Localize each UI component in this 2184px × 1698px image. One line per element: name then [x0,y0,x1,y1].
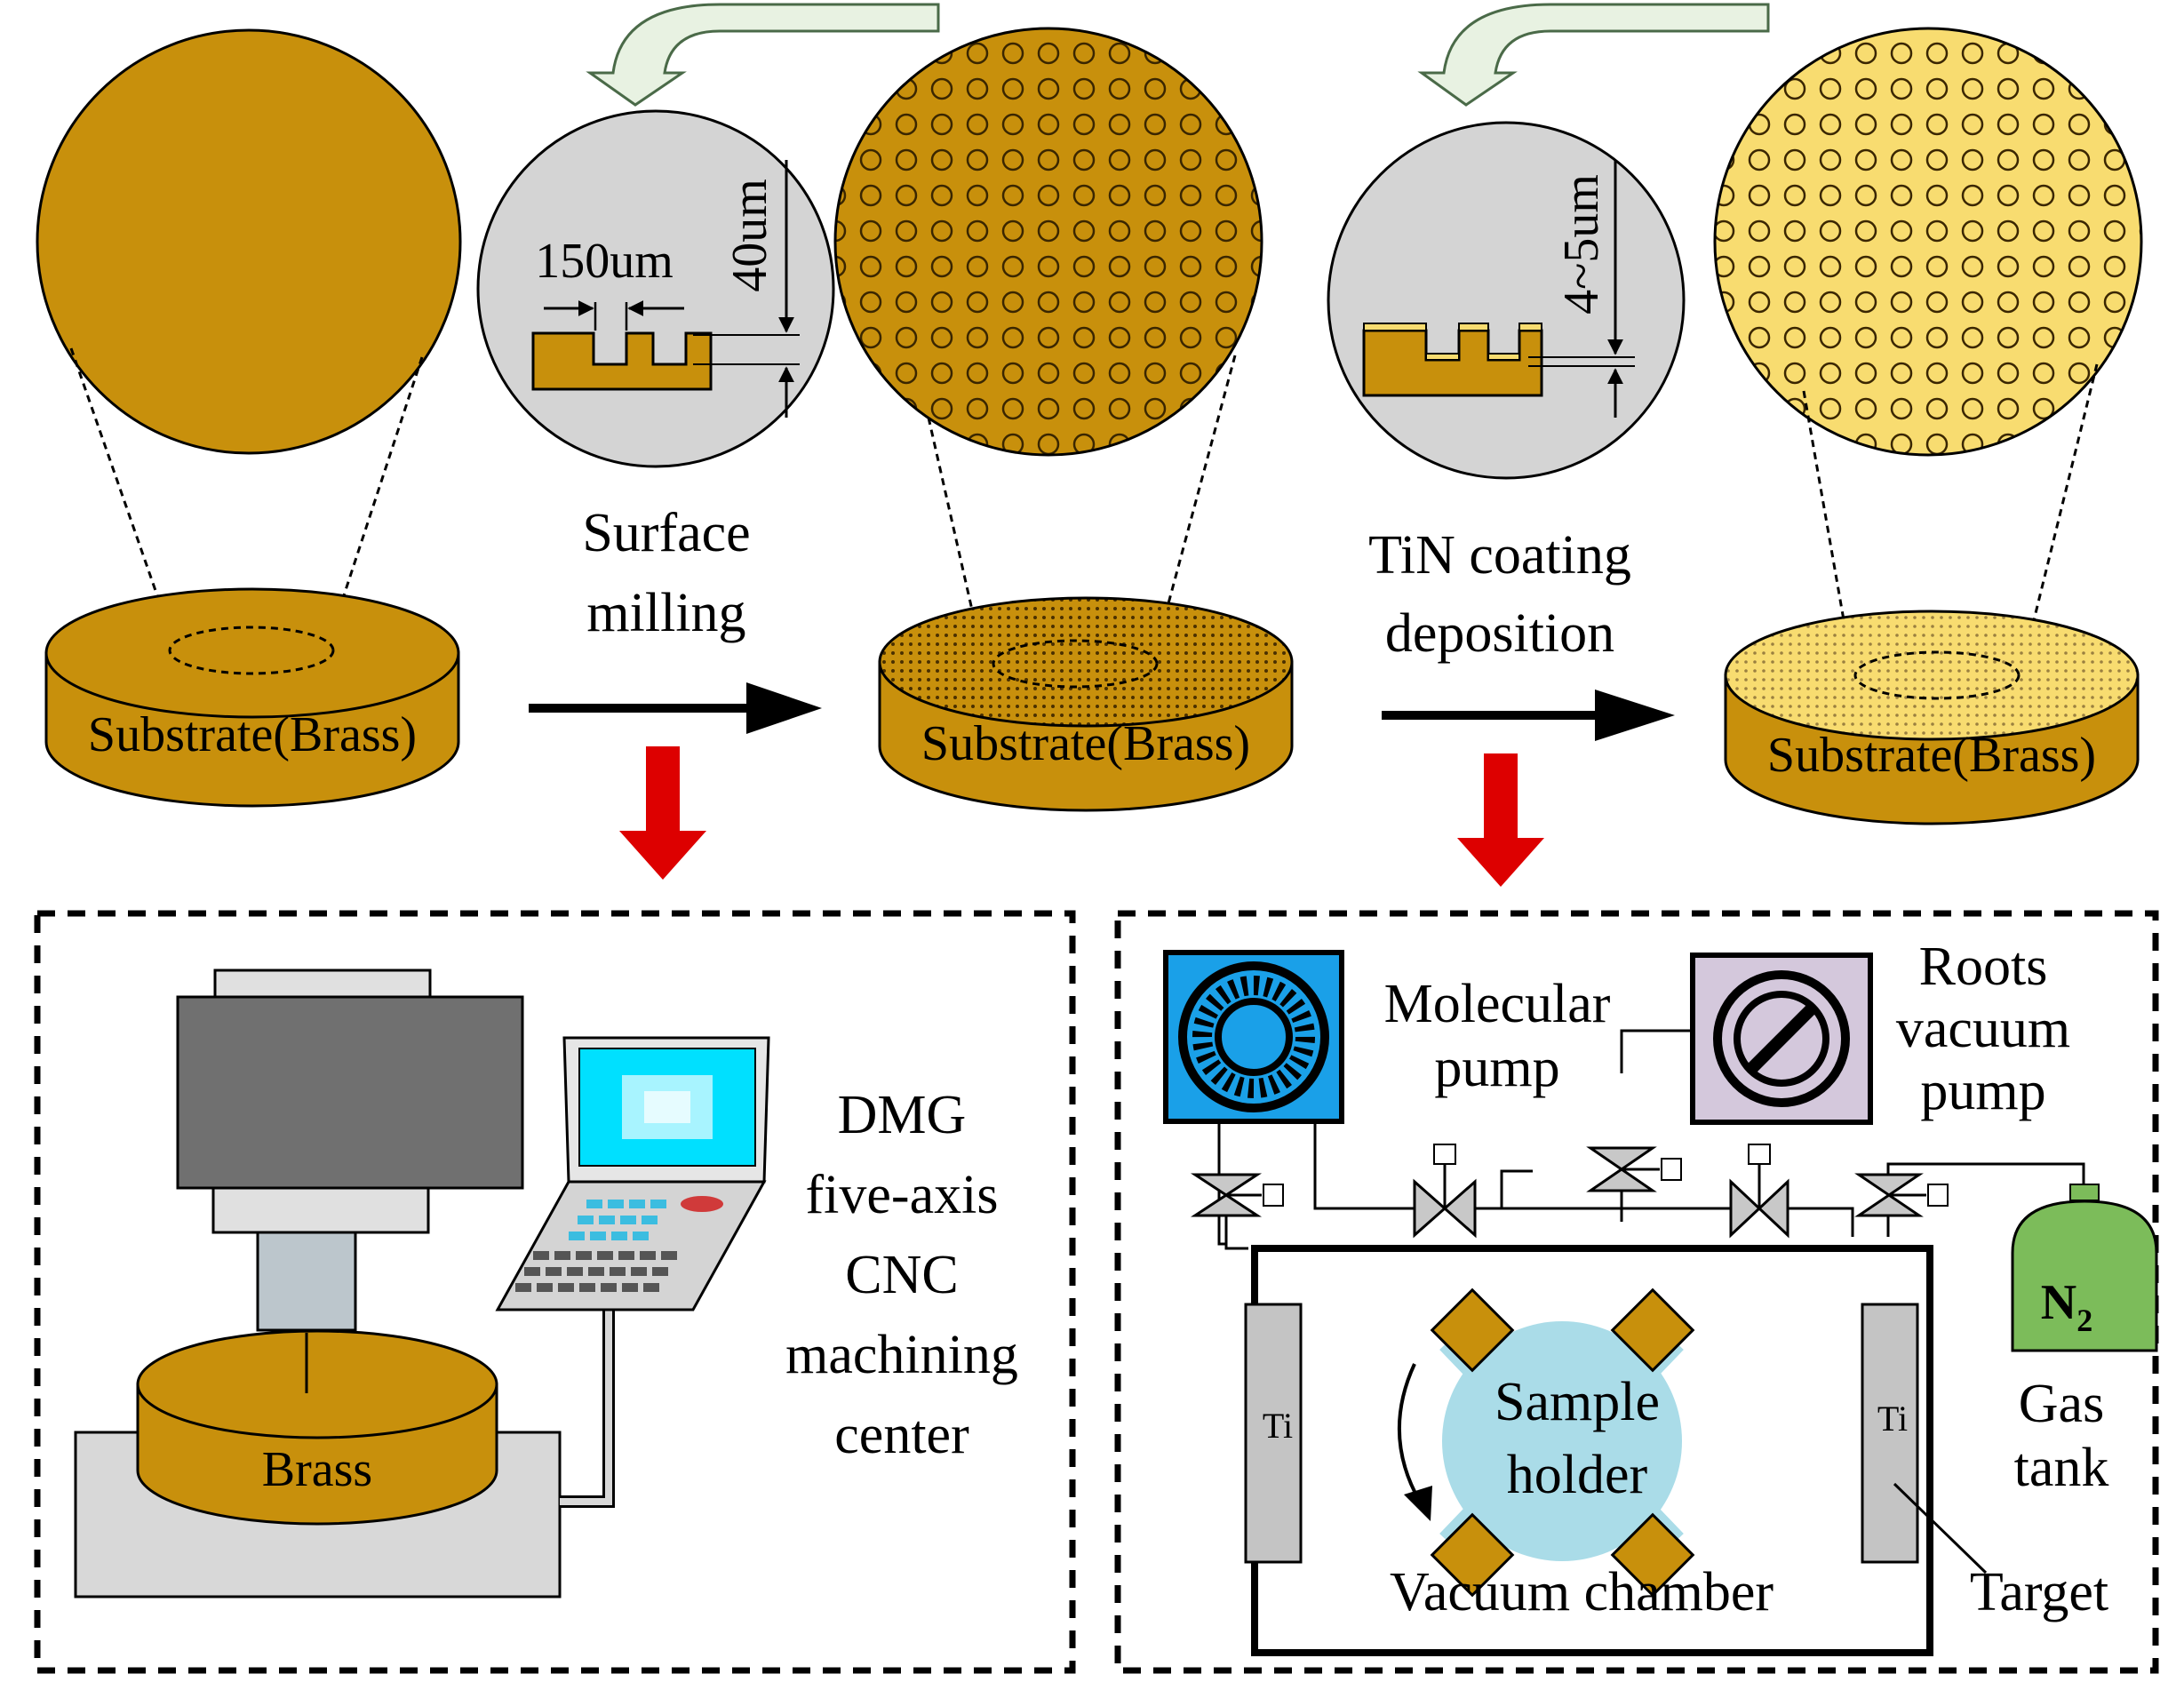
roots-vacuum-pump [1690,953,1873,1125]
machine-label-line4: machining [785,1325,1018,1385]
gas-tank-label-2: tank [2014,1438,2109,1498]
molecular-pump-label-2: pump [1434,1038,1559,1098]
step2-label-line2: deposition [1385,603,1614,664]
dim-width-label: 150um [535,234,674,289]
sample-holder: Sample holder [1430,1287,1695,1598]
spindle-head [176,995,524,1190]
spindle-collar [211,1186,430,1234]
zoom-circle-milled [833,27,1263,457]
roots-pump-label-3: pump [1920,1061,2045,1121]
sample-holder-label-1: Sample [1495,1372,1660,1432]
machine-label-line5: center [834,1405,969,1465]
target-leader-line [1893,1482,1988,1574]
zoom-guide-line [69,347,175,642]
zoom-circle-coated [1713,27,2143,457]
vacuum-chamber-label: Vacuum chamber [1390,1562,1774,1622]
roots-pump-label-1: Roots [1919,937,2048,997]
keyboard-panel [495,1180,767,1311]
control-cable [560,1282,622,1508]
machine-label-line3: CNC [845,1245,958,1305]
cnc-panel [34,910,1076,1674]
process-arrow-milling [529,682,822,734]
ti-label-right: Ti [1877,1399,1908,1439]
valve-icon [1190,1173,1284,1217]
molecular-pump-rotor-icon [1178,961,1329,1112]
ti-label-left: Ti [1263,1406,1293,1446]
rotation-arrow-icon [1397,1363,1422,1503]
substrate-label-3: Substrate(Brass) [1767,728,2096,783]
zoom-arrow-green-2 [1417,3,1770,107]
n2-label: N2 [2041,1275,2092,1338]
spindle-holder [256,1231,357,1332]
molecular-pump-label-1: Molecular [1384,974,1611,1034]
disk-top [878,596,1294,728]
nitrogen-gas-tank: N2 [2011,1184,2158,1352]
spindle-top-cap [213,969,432,999]
roots-pump-icon [1713,970,1850,1107]
disk-top [1724,610,2140,741]
zoom-spot [168,626,335,675]
substrate-disk-3: Substrate(Brass) [1713,27,2143,825]
valve-icon [1413,1144,1477,1239]
gas-tank-label-1: Gas [2019,1374,2104,1434]
substrate-label-1: Substrate(Brass) [88,707,417,762]
zoom-guide-line [327,356,424,642]
valve-icon [1586,1146,1682,1192]
milling-cross-section-lens: 150um 40um [476,109,835,468]
red-arrow-milling-down [619,746,706,880]
disk-top [44,587,460,719]
zoom-circle-plain [36,28,462,455]
machine-label-line2: five-axis [806,1165,999,1225]
workpiece-top [136,1329,498,1439]
substrate-label-2: Substrate(Brass) [921,716,1250,771]
tin-coating-layer [1363,323,1542,361]
emergency-button [681,1196,723,1212]
sample-holder-label-2: holder [1507,1445,1648,1505]
step1-label-line2: milling [586,583,745,643]
zoom-arrow-green-1 [586,3,940,107]
keypad [515,1196,723,1292]
zoom-guide-line [1153,355,1237,654]
dim-coating-label: 4~5um [1554,174,1609,315]
process-arrow-coating [1382,690,1675,741]
pvd-panel [1114,910,2159,1674]
ti-target-left [1244,1303,1303,1564]
control-terminal [495,1036,770,1311]
ti-target-right [1861,1303,1919,1564]
step1-label-line1: Surface [582,503,750,563]
valve-icon [1854,1173,1949,1217]
brass-label: Brass [262,1442,372,1497]
pvd-system: Molecular pump Roots vacuum pump [1163,937,2158,1656]
zoom-spot [992,639,1159,689]
substrate-disk-2: Substrate(Brass) [833,27,1294,812]
step2-label-line1: TiN coating [1368,525,1631,586]
roots-pump-label-2: vacuum [1896,999,2070,1059]
coating-cross-section-lens: 4~5um [1327,121,1686,480]
target-label: Target [1970,1562,2108,1622]
dim-depth-label: 40um [722,179,777,292]
cnc-machine: Brass [74,969,1018,1598]
valve-icon [1729,1144,1789,1239]
molecular-pump [1163,950,1344,1124]
zoom-spot [1853,650,2021,700]
milled-profile [531,331,713,391]
machine-label-line1: DMG [838,1085,967,1145]
substrate-disk-1: Substrate(Brass) [36,28,462,808]
red-arrow-coating-down [1457,753,1544,887]
